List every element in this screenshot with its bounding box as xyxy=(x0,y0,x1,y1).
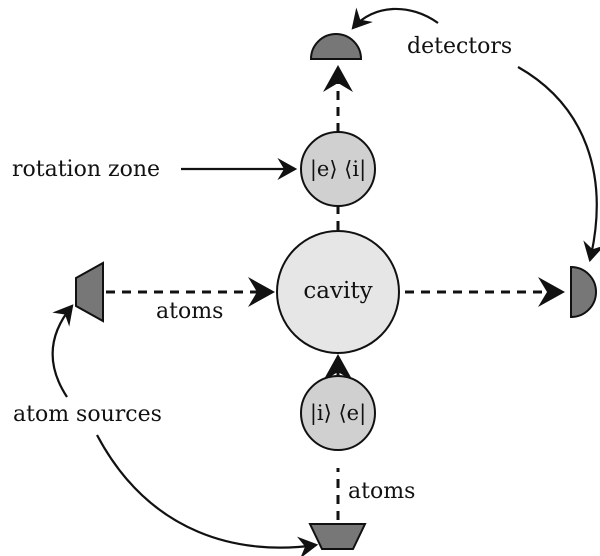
rotation-zone-label: rotation zone xyxy=(12,157,160,182)
bottom-rotation-zone-circle xyxy=(300,375,376,451)
bottom-atom-source xyxy=(308,523,367,550)
top-zone-state-label: |e⟩ ⟨i| xyxy=(310,157,366,182)
arrow-detectors-to-top-detector xyxy=(351,7,439,30)
bottom-zone-state-label: |i⟩ ⟨e| xyxy=(310,401,366,426)
atom-sources-label: atom sources xyxy=(13,402,162,427)
detectors-label: detectors xyxy=(407,34,512,59)
horizontal-atoms-label: atoms xyxy=(156,299,223,324)
arrow-atom-sources-to-bottom-source xyxy=(96,434,319,556)
top-rotation-zone-circle xyxy=(300,131,376,207)
left-atom-source xyxy=(75,261,104,323)
cavity-circle xyxy=(276,230,400,354)
vertical-atoms-label: atoms xyxy=(348,479,415,504)
arrow-detectors-to-right-detector xyxy=(517,66,600,263)
cavity-label: cavity xyxy=(303,278,372,304)
top-detector xyxy=(309,33,363,60)
right-detector xyxy=(570,265,597,319)
arrow-atom-sources-to-left-source xyxy=(51,304,74,398)
